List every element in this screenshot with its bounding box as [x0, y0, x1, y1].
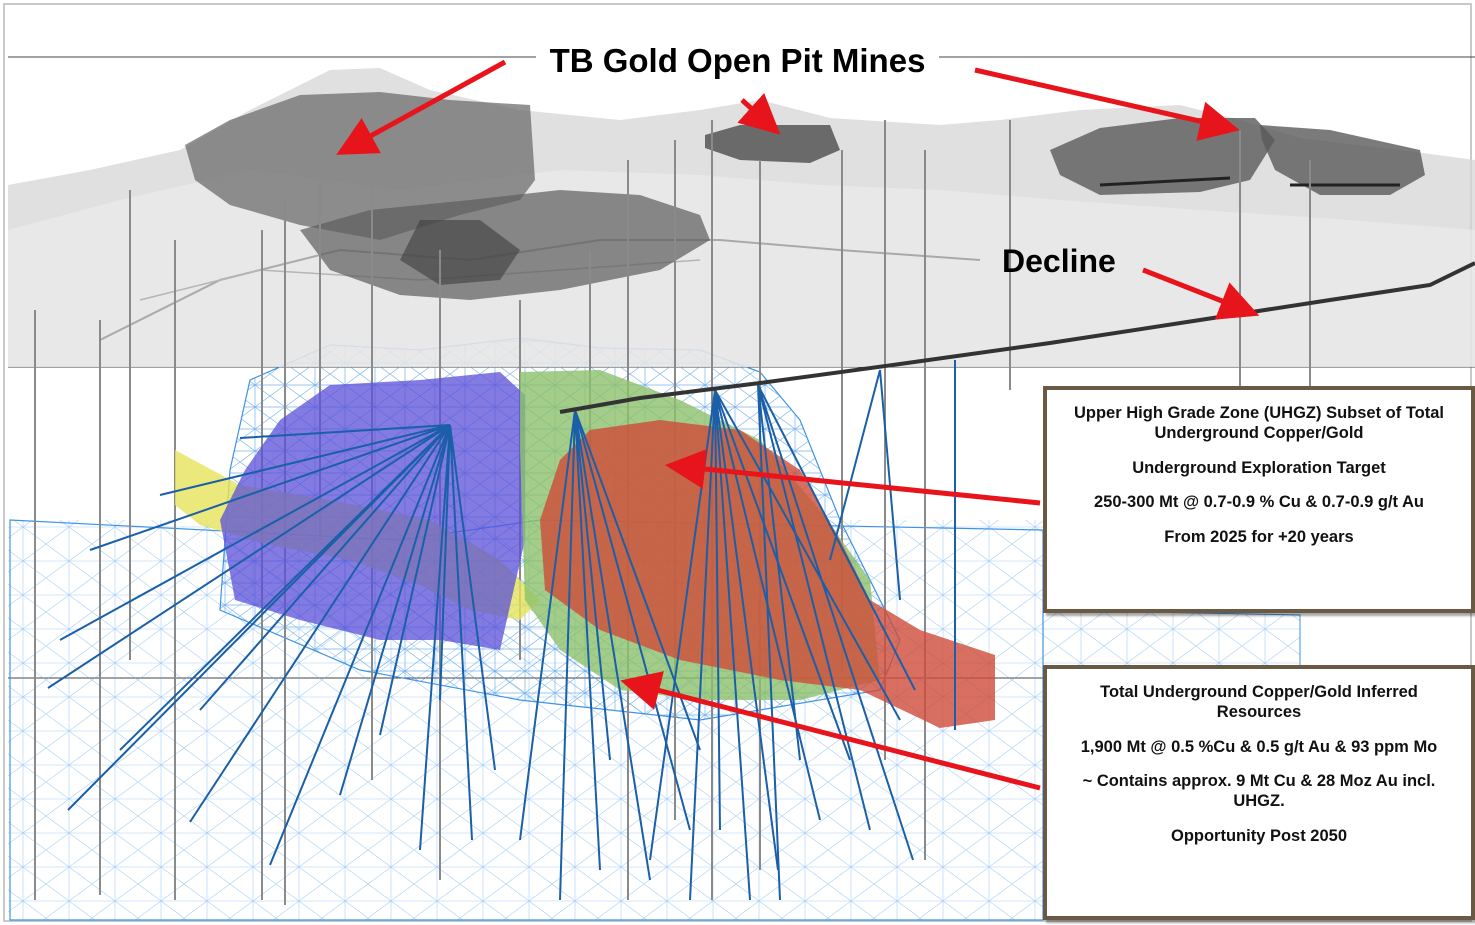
arrow-uhgz [665, 449, 1041, 506]
open-pit-mines-label: TB Gold Open Pit Mines [0, 42, 1475, 80]
uhgz-grade: 250-300 Mt @ 0.7-0.9 % Cu & 0.7-0.9 g/t … [1094, 493, 1424, 512]
decline-label: Decline [1002, 243, 1116, 279]
uhgz-subtitle: Underground Exploration Target [1132, 458, 1386, 477]
open-pit-shells [185, 92, 1425, 300]
total-grade: 1,900 Mt @ 0.5 %Cu & 0.5 g/t Au & 93 ppm… [1080, 737, 1438, 756]
arrow-total [620, 671, 1041, 791]
callout-arrows [336, 59, 1260, 791]
total-contained: ~ Contains approx. 9 Mt Cu & 28 Moz Au i… [1082, 772, 1436, 811]
arrow-decline [1142, 267, 1260, 320]
uhgz-title: Upper High Grade Zone (UHGZ) Subset of T… [1073, 404, 1445, 442]
drill-holes-blue [47, 360, 956, 901]
decline-path [559, 261, 1475, 414]
total-timing: Opportunity Post 2050 [1170, 826, 1348, 845]
arrow-pit-east [974, 67, 1240, 141]
uhgz-info-box: Upper High Grade Zone (UHGZ) Subset of T… [1043, 386, 1475, 613]
arrow-pit-central [737, 93, 781, 135]
arrow-pit-west [336, 59, 507, 155]
total-resources-info-box: Total Underground Copper/Gold Inferred R… [1043, 665, 1475, 920]
total-title: Total Underground Copper/Gold Inferred R… [1100, 683, 1418, 721]
uhgz-timing: From 2025 for +20 years [1164, 528, 1354, 547]
